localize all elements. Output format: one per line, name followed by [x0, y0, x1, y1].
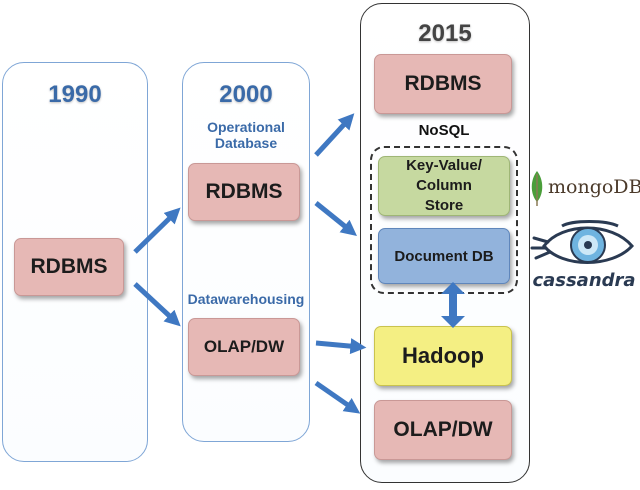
hadoop-box: Hadoop: [374, 326, 512, 386]
year-2000-label: 2000: [219, 81, 273, 108]
mongodb-wordmark: mongoDB: [548, 176, 640, 198]
arrow-rdbms-2000-to-nosql: [314, 201, 357, 237]
rdbms-2000-box: RDBMS: [188, 163, 300, 221]
cassandra-eye-icon: [530, 220, 634, 264]
rdbms-1990-box: RDBMS: [14, 238, 124, 296]
operational-database-label: Operational Database: [207, 119, 285, 151]
nosql-label: NoSQL: [418, 122, 470, 139]
era-2000-panel: 2000 Operational Database Datawarehousin…: [182, 62, 310, 442]
year-2015-label: 2015: [418, 20, 472, 47]
cassandra-logo: cassandra: [528, 218, 640, 298]
rdbms-2015-box: RDBMS: [374, 54, 512, 114]
olap-2015-box: OLAP/DW: [374, 400, 512, 460]
mongodb-leaf-icon: [531, 171, 543, 206]
arrow-1990-to-olap-2000: [133, 282, 181, 327]
arrow-rdbms-2000-to-rdbms-2015: [314, 113, 355, 157]
olap-2000-box: OLAP/DW: [188, 318, 300, 376]
arrow-document-db-hadoop-bidirectional: [441, 282, 465, 328]
keyvalue-column-store-box: Key-Value/ Column Store: [378, 156, 510, 216]
arrow-1990-to-rdbms-2000: [133, 207, 181, 254]
arrow-olap-2000-to-olap-2015: [314, 380, 361, 414]
year-1990-label: 1990: [48, 81, 102, 108]
document-db-box: Document DB: [378, 228, 510, 284]
mongodb-logo: mongoDB: [528, 170, 640, 210]
cassandra-wordmark: cassandra: [532, 270, 636, 291]
datawarehousing-label: Datawarehousing: [187, 291, 305, 307]
arrow-olap-2000-to-hadoop: [315, 338, 367, 355]
